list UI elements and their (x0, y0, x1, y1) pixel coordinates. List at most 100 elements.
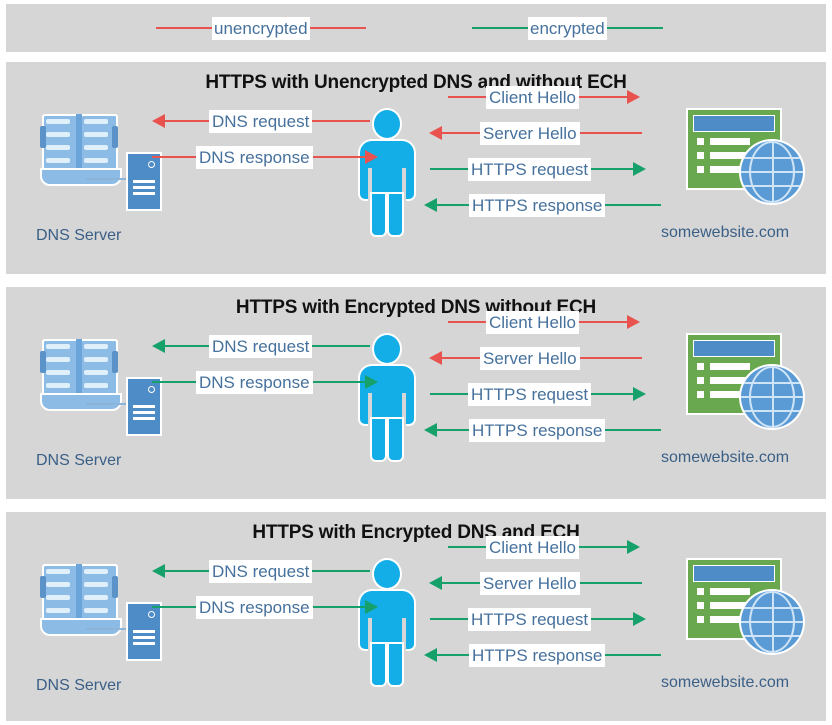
flow-label-client-hello: Client Hello (486, 535, 579, 559)
dns-server-label: DNS Server (36, 677, 122, 694)
website-label: somewebsite.com (661, 674, 790, 691)
legend-item-encrypted: encrypted (472, 14, 663, 42)
flow-https-response: HTTPS response (424, 192, 662, 218)
arrow-head-right (364, 150, 378, 164)
arrow-line (591, 168, 634, 170)
dns-server-label: DNS Server (36, 452, 122, 469)
flow-label-dns-request: DNS request (209, 559, 313, 583)
flow-label-dns-request: DNS request (209, 334, 313, 358)
arrow-line (312, 381, 365, 383)
arrow-head-right (633, 612, 647, 626)
arrow-head-right (633, 162, 647, 176)
arrow-line (437, 654, 469, 656)
panel-encrypted-dns-and-ech: HTTPS with Encrypted DNS and ECH DNS Serv… (6, 512, 826, 721)
arrow-line (430, 618, 468, 620)
flow-dns-request: DNS request (152, 108, 371, 134)
website-icon (686, 558, 804, 658)
arrow-line (579, 582, 642, 584)
arrow-head-left (424, 648, 437, 662)
website-icon (686, 108, 804, 208)
flow-label-client-hello: Client Hello (486, 310, 579, 334)
arrow-line (165, 345, 209, 347)
flow-label-server-hello: Server Hello (480, 571, 580, 595)
flow-https-response: HTTPS response (424, 417, 662, 443)
dns-server-icon (40, 335, 162, 440)
book-icon (40, 110, 122, 186)
globe-icon (741, 141, 803, 203)
arrow-line (591, 393, 634, 395)
globe-icon (741, 591, 803, 653)
arrow-line (442, 357, 480, 359)
flow-client-hello: Client Hello (448, 84, 640, 110)
arrow-line (430, 168, 468, 170)
arrow-line (442, 132, 480, 134)
arrow-head-left (429, 126, 442, 140)
flow-label-https-response: HTTPS response (469, 418, 606, 442)
flow-dns-response: DNS response (152, 144, 378, 170)
arrow-line (591, 618, 634, 620)
arrow-line (578, 321, 627, 323)
arrow-line (430, 393, 468, 395)
arrow-head-left (152, 339, 165, 353)
arrow-line (605, 654, 662, 656)
arrow-line (312, 345, 371, 347)
flow-label-https-request: HTTPS request (468, 607, 592, 631)
legend-item-unencrypted: unencrypted (156, 14, 366, 42)
arrow-head-left (429, 576, 442, 590)
arrow-line (437, 204, 469, 206)
panel-unencrypted-dns: HTTPS with Unencrypted DNS and without E… (6, 62, 826, 274)
arrow-line (579, 132, 642, 134)
arrow-line (165, 120, 209, 122)
arrow-line (605, 429, 662, 431)
arrow-line (165, 570, 209, 572)
flow-label-client-hello: Client Hello (486, 85, 579, 109)
server-tower-icon (126, 152, 162, 211)
arrow-head-left (424, 423, 437, 437)
arrow-line (152, 606, 196, 608)
panel-title: HTTPS with Unencrypted DNS and without E… (205, 72, 627, 93)
flow-server-hello: Server Hello (429, 570, 642, 596)
flow-dns-response: DNS response (152, 594, 378, 620)
arrow-head-left (429, 351, 442, 365)
arrow-head-right (626, 90, 640, 104)
flow-label-https-request: HTTPS request (468, 382, 592, 406)
network-cable (86, 628, 130, 630)
arrow-line (312, 570, 371, 572)
website-icon (686, 333, 804, 433)
dns-server-icon (40, 560, 162, 665)
arrow-line (578, 96, 627, 98)
arrow-line (152, 381, 196, 383)
arrow-line (605, 204, 662, 206)
dns-server-icon (40, 110, 162, 215)
legend-label-encrypted: encrypted (528, 16, 607, 40)
arrow-head-right (626, 315, 640, 329)
legend-line-unencrypted (156, 27, 212, 29)
network-cable (86, 178, 130, 180)
flow-label-https-response: HTTPS response (469, 643, 606, 667)
flow-dns-request: DNS request (152, 333, 371, 359)
legend-line-encrypted-2 (606, 27, 663, 29)
legend-panel: unencrypted encrypted (6, 4, 826, 52)
flow-server-hello: Server Hello (429, 120, 642, 146)
arrow-line (312, 606, 365, 608)
arrow-line (448, 546, 486, 548)
flow-client-hello: Client Hello (448, 534, 640, 560)
arrow-head-left (152, 114, 165, 128)
panel-title: HTTPS with Encrypted DNS without ECH (235, 297, 597, 318)
flow-server-hello: Server Hello (429, 345, 642, 371)
arrow-line (312, 120, 371, 122)
arrow-head-left (152, 564, 165, 578)
arrow-line (437, 429, 469, 431)
flow-label-dns-response: DNS response (196, 370, 313, 394)
network-cable (86, 403, 130, 405)
legend-label-unencrypted: unencrypted (212, 16, 310, 40)
server-tower-icon (126, 602, 162, 661)
flow-label-dns-response: DNS response (196, 595, 313, 619)
flow-client-hello: Client Hello (448, 309, 640, 335)
dns-server-label: DNS Server (36, 227, 122, 244)
panel-title: HTTPS with Encrypted DNS and ECH (252, 522, 580, 543)
flow-https-response: HTTPS response (424, 642, 662, 668)
arrow-head-right (626, 540, 640, 554)
legend-line-encrypted (472, 27, 528, 29)
server-tower-icon (126, 377, 162, 436)
